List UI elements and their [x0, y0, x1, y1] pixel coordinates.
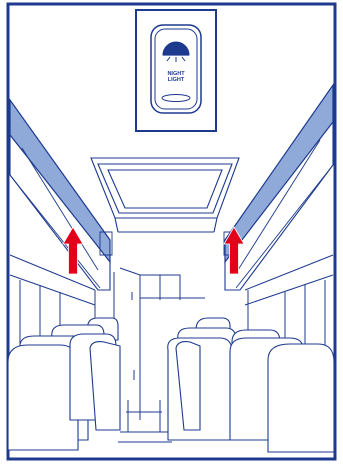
switch-inset: NIGHT LIGHT	[136, 10, 216, 131]
right-luggage-rack	[224, 85, 333, 290]
right-seats	[168, 318, 334, 452]
left-seats	[8, 318, 120, 450]
roof-hatch	[91, 158, 239, 232]
night-light-switch[interactable]	[151, 25, 201, 113]
aisle-floor	[118, 400, 172, 442]
switch-label-line2: LIGHT	[168, 77, 185, 83]
